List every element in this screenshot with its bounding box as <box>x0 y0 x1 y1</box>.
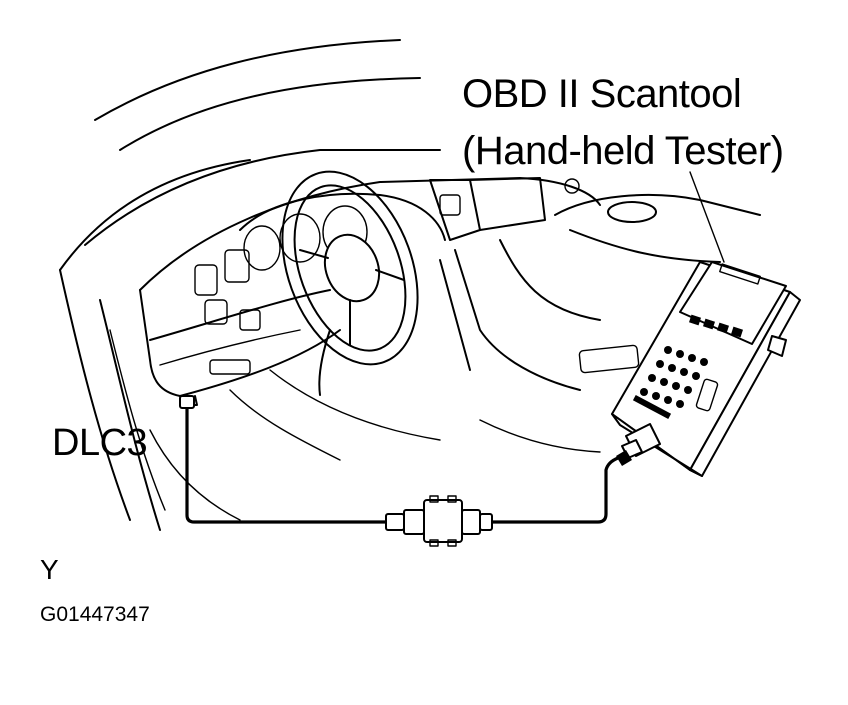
dashboard <box>139 177 601 406</box>
code-letter: Y <box>40 554 59 585</box>
scantool-label-line2: (Hand-held Tester) <box>462 129 784 173</box>
car-body-outline <box>59 39 441 531</box>
inline-adapter <box>385 495 493 547</box>
connection-cable <box>185 402 620 524</box>
figure-id: G01447347 <box>40 603 150 626</box>
scantool-leader-line <box>689 171 725 263</box>
steering-wheel <box>281 170 419 396</box>
connector-label: DLC3 <box>52 422 148 464</box>
scantool-display <box>689 314 743 338</box>
floor-contours <box>149 369 601 521</box>
scantool-label-line1: OBD II Scantool <box>462 72 742 116</box>
center-console <box>429 177 761 391</box>
scantool-keypad <box>632 346 719 420</box>
dlc3-plug <box>179 395 195 409</box>
scantool-device <box>611 261 801 477</box>
scantool-plug <box>616 423 661 466</box>
